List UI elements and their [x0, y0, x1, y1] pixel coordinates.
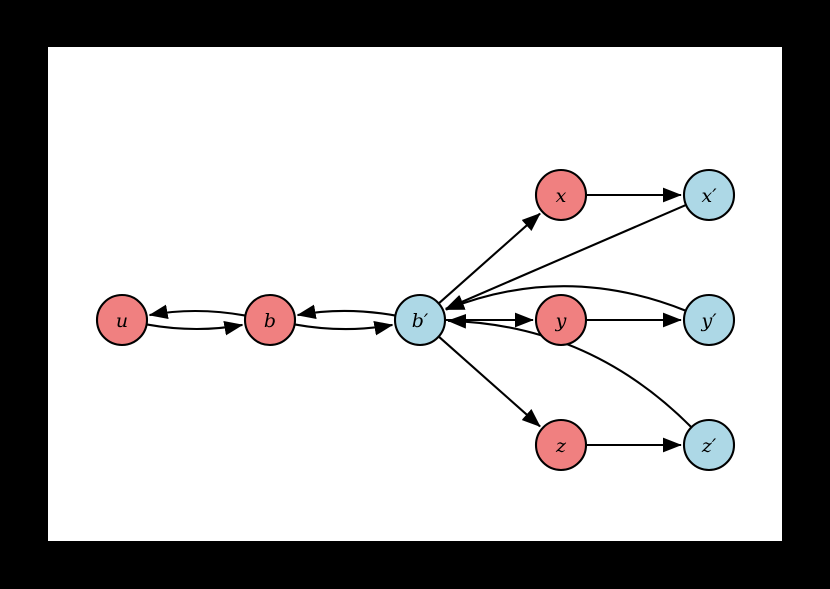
node-label-yp: y′: [700, 310, 717, 332]
edge-zp-bp: [447, 313, 693, 429]
edge-yp-bp: [445, 285, 687, 312]
node-y[interactable]: y: [534, 293, 588, 347]
edge-bp-b: [296, 304, 396, 320]
edge-bp-z: [438, 335, 541, 428]
node-xp[interactable]: x′: [682, 168, 736, 222]
node-circle-yp[interactable]: [682, 293, 736, 347]
node-label-bp: b′: [412, 310, 429, 332]
edge-xp-bp: [444, 203, 687, 310]
node-label-z: z: [555, 435, 567, 457]
plot-background: [48, 47, 782, 541]
node-zp[interactable]: z′: [682, 418, 736, 472]
node-circle-b[interactable]: [243, 293, 297, 347]
node-label-x: x: [556, 185, 567, 207]
node-circle-xp[interactable]: [682, 168, 736, 222]
node-b[interactable]: b: [243, 293, 297, 347]
node-label-b: b: [264, 310, 276, 332]
node-yp[interactable]: y′: [682, 293, 736, 347]
node-label-u: u: [116, 310, 128, 332]
node-circle-z[interactable]: [534, 418, 588, 472]
node-label-zp: z′: [701, 435, 717, 457]
node-label-y: y: [555, 310, 567, 332]
node-circle-x[interactable]: [534, 168, 588, 222]
node-bp[interactable]: b′: [393, 293, 447, 347]
node-u[interactable]: u: [95, 293, 149, 347]
node-circle-zp[interactable]: [682, 418, 736, 472]
node-x[interactable]: x: [534, 168, 588, 222]
node-circle-y[interactable]: [534, 293, 588, 347]
node-circle-bp[interactable]: [393, 293, 447, 347]
edge-b-bp: [294, 320, 394, 336]
node-layer: u b b′ x x′ y y′ z z′: [95, 168, 736, 472]
edge-u-b: [146, 320, 244, 336]
node-label-xp: x′: [701, 185, 717, 207]
node-z[interactable]: z: [534, 418, 588, 472]
node-circle-u[interactable]: [95, 293, 149, 347]
edge-b-u: [148, 304, 246, 320]
edge-bp-x: [438, 212, 541, 305]
edge-layer: [146, 187, 693, 453]
